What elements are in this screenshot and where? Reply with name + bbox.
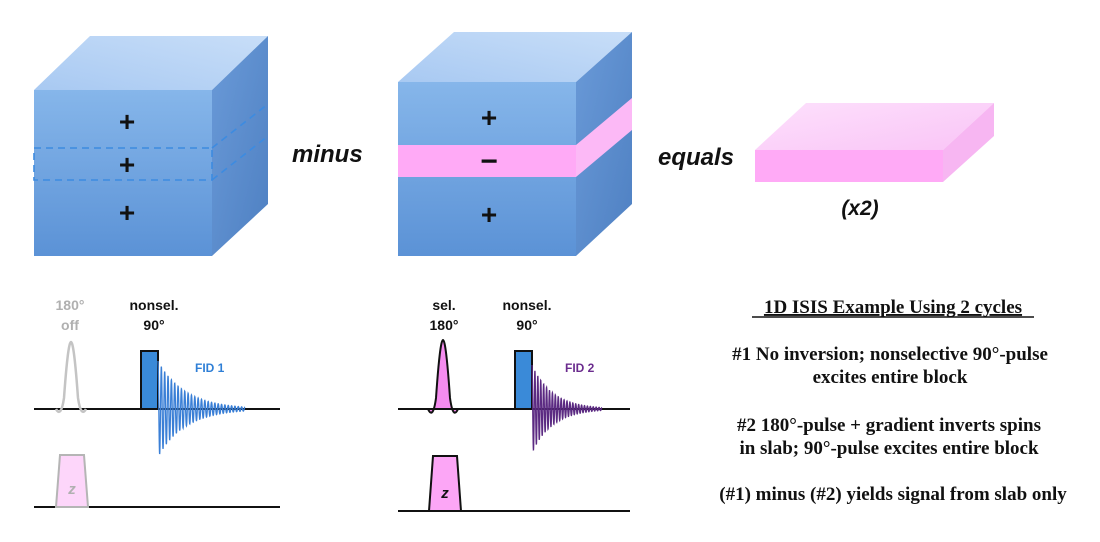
cube1-sign-middle: + [119, 149, 135, 180]
result-multiplier: (x2) [841, 197, 878, 220]
seq2-gradient-on [427, 455, 463, 512]
seq1-fid [157, 360, 246, 455]
seq2-gradient-label: z [440, 485, 449, 502]
cube1-front-face [34, 90, 212, 256]
seq1-90-label-line1: nonsel. [129, 297, 178, 313]
cube-uniform: + + + [33, 36, 269, 256]
seq1-gradient-label: z [67, 481, 76, 498]
seq1-90-label-line2: 90° [143, 317, 164, 333]
cube1-sign-bottom: + [119, 197, 135, 228]
pulse-sequence-2: sel. 180° nonsel. 90° FID 2 z [398, 297, 630, 512]
seq2-fid-label: FID 2 [565, 361, 595, 375]
seq1-fid-label: FID 1 [195, 361, 225, 375]
result-slab-top [755, 103, 994, 150]
seq1-gradient-off [54, 454, 90, 508]
seq2-90-pulse [514, 350, 533, 410]
pulse-sequence-1: 180° off nonsel. 90° FID 1 z [34, 297, 280, 508]
cube2-sign-middle: − [480, 145, 498, 178]
explanation-summary: (#1) minus (#2) yields signal from slab … [719, 484, 1067, 505]
seq1-180-label-line2: off [61, 317, 79, 333]
explanation-item1-line1: #1 No inversion; nonselective 90°-pulse [732, 344, 1048, 365]
explanation-panel: 1D ISIS Example Using 2 cycles #1 No inv… [719, 297, 1067, 505]
cube2-sign-bottom: + [481, 199, 497, 230]
seq1-180-pulse-off [54, 340, 88, 413]
seq2-180-pulse [426, 338, 460, 414]
seq2-180-label-line2: 180° [430, 317, 459, 333]
seq2-90-label-line2: 90° [516, 317, 537, 333]
explanation-item1-line2: excites entire block [813, 367, 968, 388]
seq2-90-label-line1: nonsel. [502, 297, 551, 313]
result-slab [755, 103, 994, 182]
seq1-180-label-line1: 180° [56, 297, 85, 313]
operator-minus: minus [292, 141, 363, 168]
seq2-180-label-line1: sel. [432, 297, 455, 313]
cube-inverted-slab: + − + [398, 32, 632, 256]
explanation-item2-line1: #2 180°-pulse + gradient inverts spins [737, 415, 1041, 436]
cube1-sign-top: + [119, 106, 135, 137]
cube1-dashed-slab [33, 103, 269, 181]
cube2-top-face [398, 32, 632, 82]
explanation-title: 1D ISIS Example Using 2 cycles [764, 297, 1022, 318]
explanation-item2-line2: in slab; 90°-pulse excites entire block [739, 438, 1039, 459]
seq2-fid [531, 364, 603, 451]
cube2-slab-front [398, 145, 576, 177]
result-slab-side [943, 103, 994, 182]
cube2-sign-top: + [481, 102, 497, 133]
result-slab-front [755, 150, 943, 182]
cube1-top-face [34, 36, 268, 90]
cube2-slab-side [576, 98, 632, 177]
operator-equals: equals [658, 144, 734, 171]
cube1-side-face [212, 36, 268, 256]
seq1-90-pulse [140, 350, 159, 410]
